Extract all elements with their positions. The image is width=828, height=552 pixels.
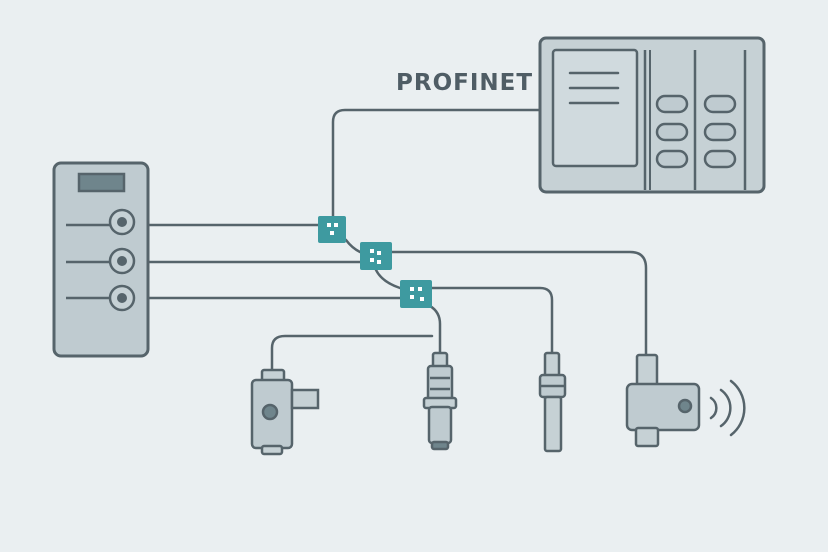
panel-button: [655, 149, 689, 169]
panel-button: [703, 94, 737, 114]
cable-switch3-to-sensor1: [428, 304, 442, 356]
rack-display: [77, 172, 126, 193]
cable-switch1-to-switch2: [344, 238, 362, 254]
hmi-screen: [551, 48, 639, 168]
network-switch-1: [318, 216, 346, 243]
cable-to-valve: [270, 334, 434, 374]
network-switch-3: [400, 280, 432, 308]
cable-switch2-to-switch3: [374, 268, 402, 290]
cable-switch3-to-sensor2: [430, 286, 554, 356]
panel-button: [703, 122, 737, 142]
panel-button: [703, 149, 737, 169]
rack-port-connector: [117, 293, 127, 303]
wireless-signal-icon: [709, 379, 746, 437]
cable-controller-to-switch: [331, 108, 542, 218]
wireless-sensor: [625, 353, 701, 448]
valve-actuator: [250, 368, 320, 456]
cables: [146, 108, 648, 374]
panel-button: [655, 122, 689, 142]
inductive-sensor-1: [422, 351, 458, 451]
rack-port-connector: [117, 217, 127, 227]
cable-switch2-to-wireless: [390, 250, 648, 358]
profinet-label: PROFINET: [396, 70, 534, 96]
panel-button: [655, 94, 689, 114]
rack-port-connector: [117, 256, 127, 266]
io-rack: [52, 161, 150, 358]
controller-panel: [538, 36, 766, 194]
inductive-sensor-2: [538, 351, 567, 453]
network-switch-2: [360, 242, 392, 270]
